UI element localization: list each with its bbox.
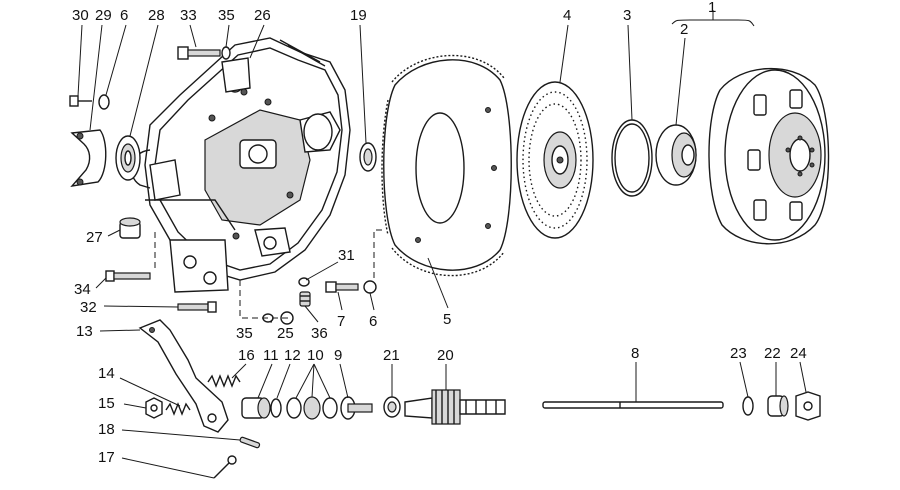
ring-part-23 xyxy=(742,396,754,416)
callout-3: 3 xyxy=(623,7,631,24)
sleeve-part-9 xyxy=(340,396,373,420)
callout-13: 13 xyxy=(76,323,93,340)
bracket-part-1 xyxy=(671,19,755,27)
nut-part-6-top xyxy=(98,94,110,110)
bolt-part-33 xyxy=(177,46,221,60)
clutch-disc-part-4 xyxy=(516,81,594,239)
push-rod-part-8 xyxy=(542,401,724,409)
callout-35-lower: 35 xyxy=(236,325,253,342)
callout-2: 2 xyxy=(680,21,688,38)
callout-7: 7 xyxy=(337,313,345,330)
plate-part-29 xyxy=(70,129,107,187)
callout-10: 10 xyxy=(307,347,324,364)
washer-part-6-bottom xyxy=(363,280,377,294)
callout-34: 34 xyxy=(74,281,91,298)
assembly-line-housing-bottom xyxy=(239,280,292,319)
ring-part-3 xyxy=(611,119,653,197)
bolt-part-32 xyxy=(177,301,217,313)
bearing-part-10 xyxy=(286,396,338,420)
bushing-part-11 xyxy=(241,397,271,419)
callout-19: 19 xyxy=(350,7,367,24)
ring-part-12 xyxy=(270,398,282,418)
nut-part-24 xyxy=(795,391,821,421)
callout-24: 24 xyxy=(790,345,807,362)
callout-36: 36 xyxy=(311,325,328,342)
callout-18: 18 xyxy=(98,421,115,438)
callout-6-lower: 6 xyxy=(369,313,377,330)
callout-26: 26 xyxy=(254,7,271,24)
bushing-part-22 xyxy=(767,395,789,417)
callout-14: 14 xyxy=(98,365,115,382)
plug-part-27 xyxy=(119,217,141,239)
callout-27: 27 xyxy=(86,229,103,246)
bearing-part-21 xyxy=(383,396,401,418)
callout-29: 29 xyxy=(95,7,112,24)
bolt-part-7 xyxy=(325,281,359,293)
callout-22: 22 xyxy=(764,345,781,362)
callout-8: 8 xyxy=(631,345,639,362)
clutch-housing-part-26 xyxy=(130,37,351,293)
pressure-plate-part-1 xyxy=(708,67,830,245)
spring-part-36 xyxy=(299,291,311,307)
callout-12: 12 xyxy=(284,347,301,364)
flywheel-part-5 xyxy=(381,54,512,277)
callout-6: 6 xyxy=(120,7,128,24)
seal-part-19 xyxy=(359,142,377,172)
callout-1: 1 xyxy=(708,0,716,16)
callout-11: 11 xyxy=(263,347,279,364)
callout-30: 30 xyxy=(72,7,89,24)
thrust-bearing-part-2 xyxy=(655,124,697,186)
callout-20: 20 xyxy=(437,347,454,364)
callout-25: 25 xyxy=(277,325,294,342)
input-shaft-part-20 xyxy=(404,389,506,425)
callout-labels: 30 29 6 28 33 35 26 19 4 3 1 2 27 31 34 … xyxy=(72,0,807,466)
callout-23: 23 xyxy=(730,345,747,362)
leader-lines xyxy=(77,10,807,479)
spring-part-16 xyxy=(207,374,241,388)
callout-21: 21 xyxy=(383,347,400,364)
callout-9: 9 xyxy=(334,347,342,364)
callout-31: 31 xyxy=(338,247,355,264)
callout-15: 15 xyxy=(98,395,115,412)
spring-part-14 xyxy=(165,402,191,416)
bearing-part-28 xyxy=(115,135,141,181)
callout-32: 32 xyxy=(80,299,97,316)
callout-17: 17 xyxy=(98,449,115,466)
assembly-line-flywheel xyxy=(373,229,382,282)
callout-28: 28 xyxy=(148,7,165,24)
callout-4: 4 xyxy=(563,7,571,24)
callout-33: 33 xyxy=(180,7,197,24)
nut-part-15 xyxy=(145,397,163,419)
callout-35: 35 xyxy=(218,7,235,24)
callout-5: 5 xyxy=(443,311,451,328)
pin-part-17 xyxy=(213,455,237,479)
release-fork-part-13 xyxy=(138,319,229,433)
pin-part-18 xyxy=(239,436,261,449)
callout-16: 16 xyxy=(238,347,255,364)
washer-part-35-top xyxy=(221,46,231,60)
bolt-part-34 xyxy=(105,270,151,282)
screw-part-30 xyxy=(69,95,92,107)
